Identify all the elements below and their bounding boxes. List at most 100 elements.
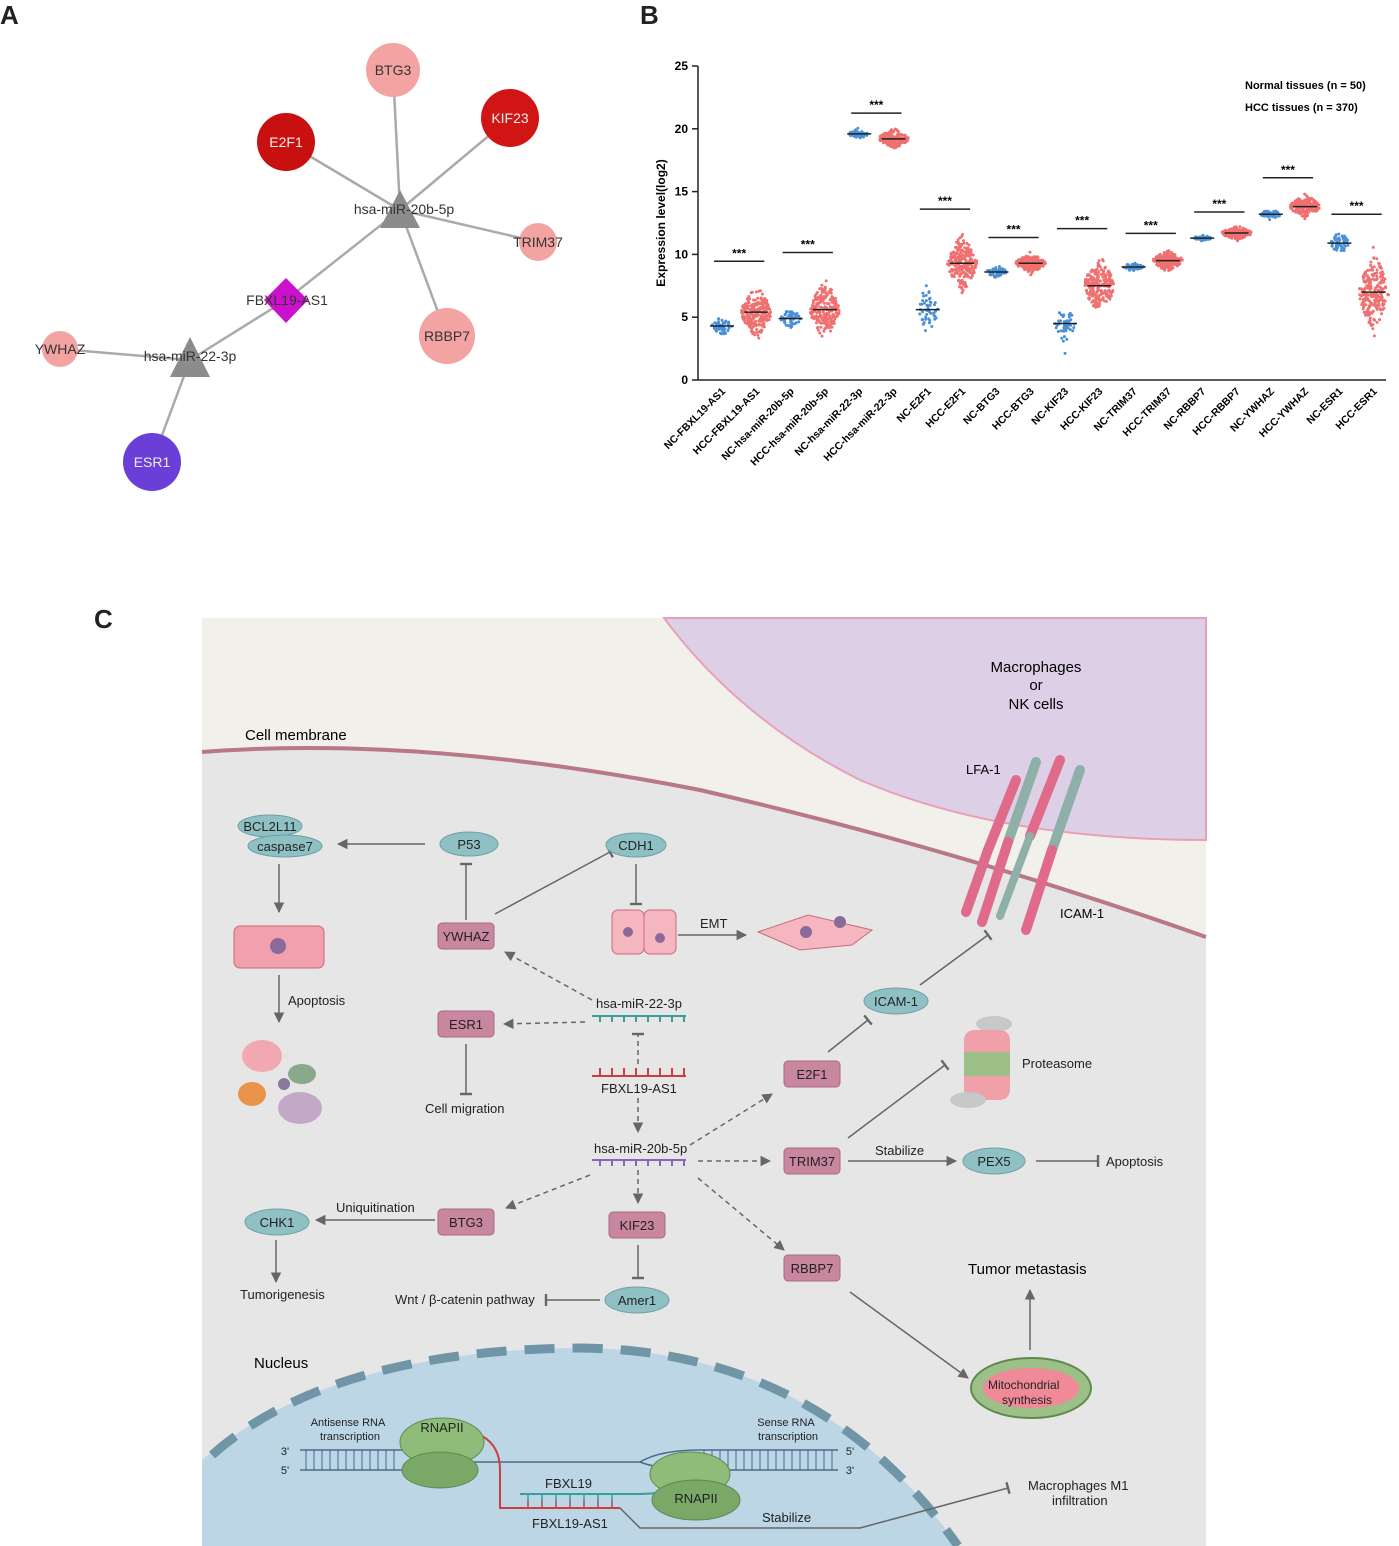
- y-tick-label: 0: [681, 373, 688, 387]
- data-point: [749, 319, 753, 323]
- data-point: [1090, 292, 1094, 296]
- data-point: [1151, 257, 1155, 261]
- data-point: [715, 329, 718, 333]
- data-point: [717, 322, 721, 326]
- data-point: [789, 323, 793, 327]
- x-tick-label: NC-FBXL19-AS1: [662, 386, 728, 452]
- data-point: [1126, 263, 1130, 267]
- data-point: [1344, 236, 1348, 240]
- data-point: [892, 130, 895, 134]
- data-point: [1386, 293, 1390, 297]
- data-point: [757, 302, 761, 306]
- data-point: [1029, 273, 1033, 277]
- data-point: [815, 311, 819, 315]
- data-point: [950, 255, 953, 259]
- data-point: [905, 139, 909, 143]
- data-point: [1371, 274, 1375, 278]
- data-point: [783, 318, 787, 322]
- data-point: [1372, 304, 1376, 307]
- data-point: [1085, 288, 1088, 292]
- data-point: [1155, 256, 1159, 259]
- data-point: [754, 324, 758, 328]
- data-point: [1070, 313, 1074, 317]
- mechanism-diagram: Cell membrane Macrophages or NK cells LF…: [201, 617, 1207, 1546]
- edge-fbxl19as1-mir22: [189, 298, 287, 362]
- data-point: [830, 288, 833, 292]
- immune-label-2: or: [1029, 677, 1042, 694]
- data-point: [1026, 255, 1030, 259]
- data-point: [1107, 282, 1111, 286]
- data-point: [1375, 268, 1379, 272]
- data-point: [1380, 272, 1383, 276]
- nuclear-envelope: [209, 1343, 962, 1546]
- data-point: [1163, 265, 1167, 269]
- data-point: [750, 306, 754, 310]
- prime-5-right: 5': [846, 1446, 854, 1458]
- data-point: [1037, 266, 1041, 270]
- data-point: [1305, 208, 1309, 212]
- data-point: [1358, 287, 1361, 291]
- node-label-cdh1: CDH1: [618, 838, 653, 853]
- data-point: [762, 321, 766, 325]
- data-point: [837, 312, 841, 316]
- data-point: [1364, 294, 1368, 298]
- data-point: [750, 290, 754, 294]
- data-point: [747, 301, 751, 305]
- edge-mir22-ywhaz: [59, 347, 191, 362]
- data-point: [742, 305, 745, 309]
- data-point: [818, 331, 822, 335]
- data-point: [1289, 206, 1293, 210]
- data-point: [894, 127, 897, 131]
- data-point: [766, 303, 770, 307]
- data-point: [1358, 297, 1362, 301]
- mito-label-1: Mitochondrial: [988, 1378, 1059, 1392]
- data-point: [953, 271, 957, 275]
- data-point: [1243, 227, 1247, 231]
- data-point: [964, 254, 968, 258]
- node-btg3: BTG3: [437, 1208, 495, 1236]
- data-point: [1369, 280, 1373, 284]
- significance-label: ***: [1144, 218, 1158, 232]
- scatter-group: [1258, 209, 1283, 222]
- data-point: [930, 325, 934, 328]
- data-point: [1338, 238, 1342, 242]
- data-point: [1369, 311, 1373, 315]
- data-point: [959, 281, 963, 285]
- data-point: [1170, 260, 1174, 264]
- node-e2f1: [257, 113, 315, 171]
- y-axis-label: Expression level(log2): [654, 159, 668, 286]
- data-point: [1307, 199, 1311, 203]
- data-point: [810, 315, 814, 319]
- data-point: [971, 253, 975, 257]
- data-point: [816, 315, 820, 319]
- data-point: [1373, 300, 1377, 304]
- data-point: [718, 326, 722, 330]
- data-point: [1089, 270, 1093, 274]
- scatter-group: [1053, 311, 1077, 355]
- stabilize-connector: [619, 1481, 1011, 1529]
- scatter-group: [878, 127, 910, 150]
- data-point: [852, 134, 856, 138]
- data-point: [993, 275, 997, 279]
- data-point: [1229, 233, 1233, 237]
- data-point: [827, 290, 831, 294]
- node-mir20b: [380, 190, 420, 228]
- data-point: [965, 241, 969, 245]
- data-point: [1170, 251, 1174, 254]
- node-label-trim37: TRIM37: [789, 1154, 835, 1169]
- scatter-group: [778, 310, 803, 329]
- data-point: [797, 314, 801, 318]
- node-label-icam1: ICAM-1: [874, 994, 918, 1009]
- data-point: [727, 326, 731, 330]
- data-point: [1380, 294, 1384, 298]
- data-point: [894, 145, 898, 149]
- node-rbbp7: RBBP7: [783, 1254, 841, 1282]
- data-point: [768, 307, 772, 311]
- data-point: [961, 289, 965, 292]
- node-trim37: TRIM37: [783, 1147, 841, 1175]
- apoptosis-label-2: Apoptosis: [1106, 1154, 1164, 1169]
- node-label-rbbp7: RBBP7: [791, 1261, 834, 1276]
- nucleus: [202, 1348, 958, 1546]
- data-point: [1111, 281, 1115, 285]
- network-panel: BTG3 KIF23 E2F1 hsa-miR-20b-5p TRIM37 FB…: [35, 43, 563, 491]
